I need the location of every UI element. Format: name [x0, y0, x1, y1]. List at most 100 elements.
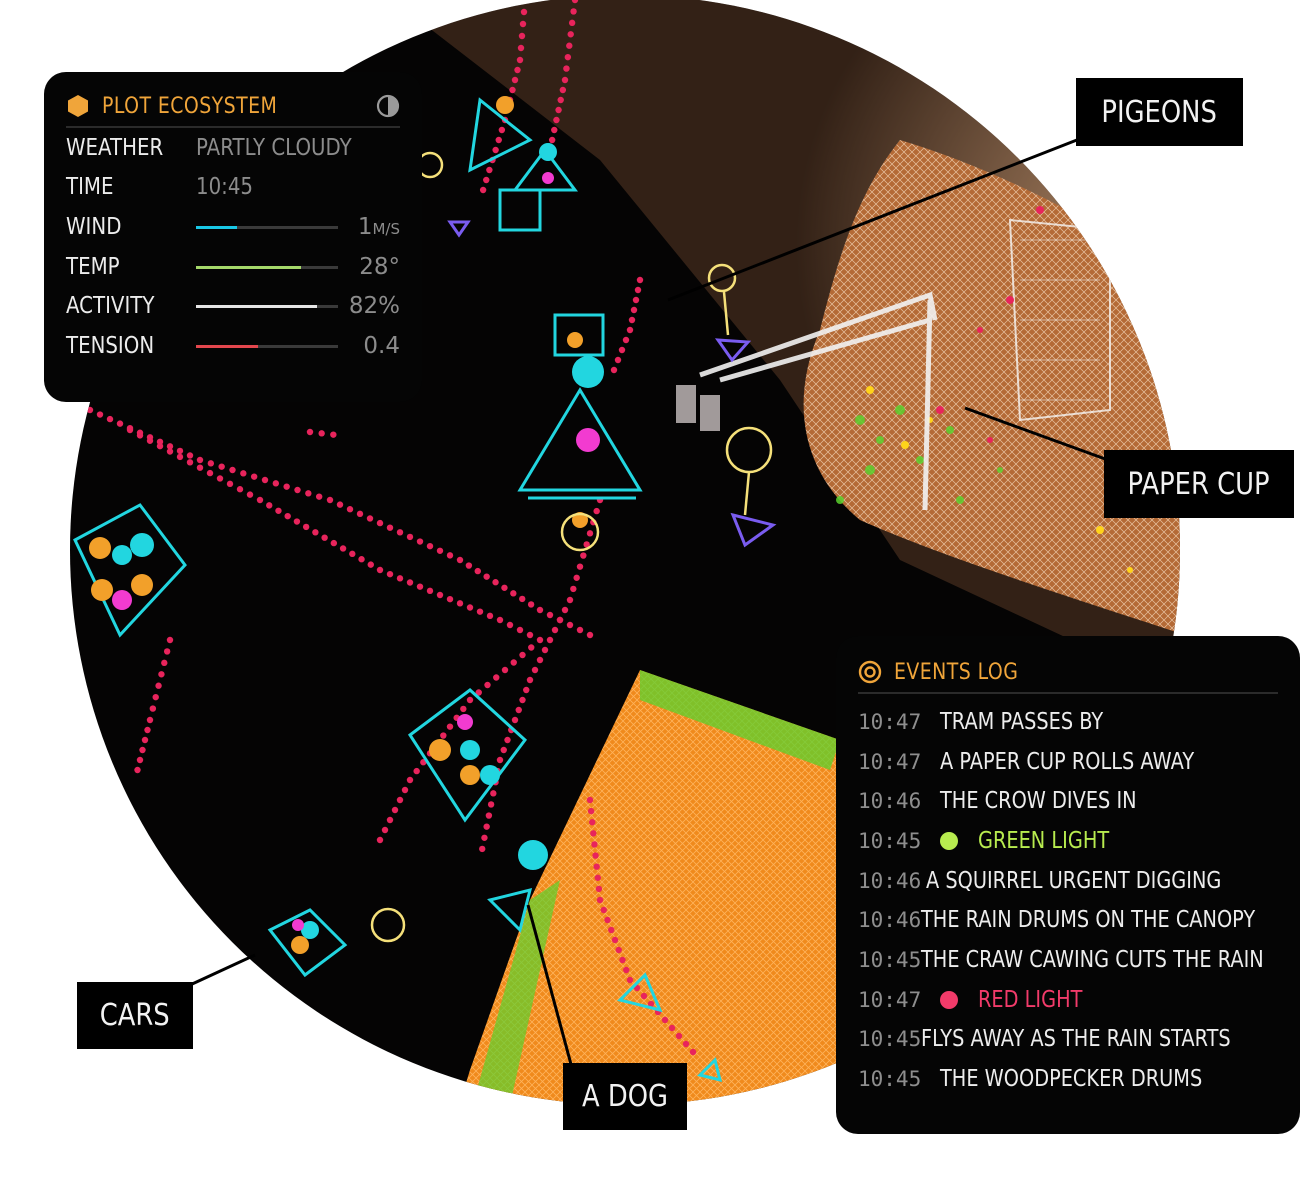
trail-dot	[426, 587, 434, 595]
trail-dot	[250, 473, 258, 480]
trail-dot	[623, 966, 630, 974]
trail-dot	[149, 705, 157, 712]
trail-dot	[386, 524, 394, 531]
trail-dot	[518, 32, 526, 40]
trail-dot	[144, 726, 151, 734]
trail-dot	[510, 659, 517, 666]
trail-dot	[682, 1040, 690, 1048]
trail-dot	[406, 579, 414, 586]
trail-dot	[548, 136, 556, 144]
trail-dot	[479, 186, 487, 194]
trail-dot	[376, 519, 384, 527]
trail-dot	[326, 496, 334, 504]
trail-dot	[496, 756, 504, 764]
event-text: GREEN LIGHT	[978, 827, 1110, 854]
temp-bar	[196, 265, 338, 269]
trail-dot	[614, 356, 622, 364]
time-row: TIME 10:45	[66, 168, 400, 208]
trail-dot	[275, 507, 282, 514]
trail-dot	[555, 106, 562, 114]
trail-dot	[492, 579, 499, 586]
trail-dot	[506, 621, 514, 629]
trail-dot	[553, 116, 560, 124]
trail-dot	[519, 20, 527, 28]
trail-dot	[446, 595, 454, 603]
wind-bar-fill	[196, 226, 238, 230]
trail-dot	[622, 336, 630, 344]
trail-dot	[634, 286, 642, 294]
trail-dot	[166, 636, 174, 644]
events-log-header: EVENTS LOG	[858, 658, 1278, 694]
trail-dot	[136, 756, 144, 764]
trail-dot	[226, 480, 234, 488]
trail-dot	[536, 656, 544, 664]
trail-dot	[481, 834, 488, 841]
trail-dot	[556, 616, 564, 624]
trail-dot	[501, 666, 509, 674]
event-time: 10:45	[858, 1067, 922, 1092]
trail-dot	[647, 1000, 655, 1008]
trail-dot	[152, 693, 159, 701]
activity-value: 82%	[348, 293, 400, 320]
trail-dot	[561, 606, 569, 614]
trail-dot	[406, 776, 414, 784]
trail-dot	[541, 646, 549, 654]
trail-dot	[391, 806, 399, 814]
trail-dot	[141, 736, 149, 744]
trail-dot	[401, 786, 409, 794]
trail-dot	[436, 591, 444, 599]
trail-dot	[500, 746, 507, 754]
trail-dot	[528, 644, 535, 651]
trail-dot	[346, 506, 354, 513]
trail-dot	[546, 611, 554, 619]
trail-dot	[566, 596, 574, 604]
trail-dot	[563, 65, 570, 72]
wind-value: 1M/S	[357, 213, 400, 240]
trail-dot	[611, 936, 619, 944]
trail-dot	[619, 956, 626, 964]
callout-dog: A DOG	[563, 1063, 687, 1130]
trail-dot	[176, 453, 184, 461]
trail-dot	[626, 326, 634, 334]
time-label: TIME	[66, 174, 114, 201]
trail-dot	[580, 552, 587, 559]
event-time: 10:47	[858, 987, 922, 1012]
trail-dot	[336, 501, 344, 508]
trail-dot	[466, 696, 474, 704]
trail-dot	[486, 612, 494, 620]
trail-dot	[531, 666, 539, 674]
event-time: 10:46	[858, 908, 922, 933]
trail-dot	[163, 648, 171, 655]
trail-dot	[675, 1032, 683, 1040]
trail-dot	[630, 306, 638, 314]
trail-dot	[483, 176, 490, 184]
trail-dot	[293, 518, 301, 525]
trail-dot	[570, 8, 577, 15]
wind-unit: M/S	[372, 219, 400, 238]
contrast-toggle-icon[interactable]	[376, 94, 400, 118]
event-time: 10:45	[858, 1027, 922, 1052]
trail-dot	[283, 483, 290, 490]
trail-dot	[474, 567, 481, 575]
trail-dot	[196, 456, 204, 464]
activity-meter: ACTIVITY 82%	[66, 286, 400, 326]
trail-dot	[600, 906, 607, 914]
trail-dot	[306, 428, 314, 436]
trail-dot	[358, 556, 365, 563]
trail-dot	[566, 42, 573, 49]
trail-dot	[240, 470, 247, 477]
trail-dot	[161, 659, 168, 667]
trail-dot	[487, 801, 495, 808]
event-time: 10:46	[858, 868, 922, 893]
trail-dot	[559, 86, 567, 94]
trail-dot	[186, 452, 194, 459]
trail-dot	[413, 767, 420, 775]
trail-dot	[546, 636, 554, 644]
trail-dot	[610, 366, 618, 374]
trail-dot	[186, 459, 194, 466]
trail-dot	[527, 601, 535, 608]
trail-dot	[594, 874, 601, 881]
